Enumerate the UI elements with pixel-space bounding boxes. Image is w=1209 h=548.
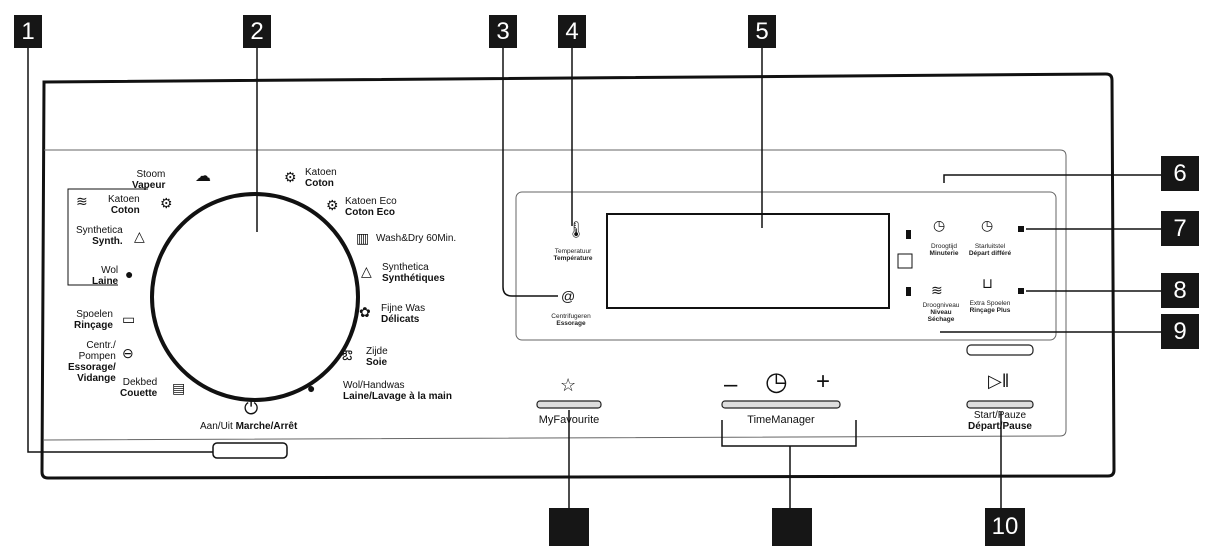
- timemanager-minus-button[interactable]: –: [724, 371, 738, 398]
- myfavourite-button-shape: [536, 400, 602, 409]
- dry-level-button-label[interactable]: Droogniveau Niveau Séchage: [922, 302, 960, 323]
- display-module-outline: [515, 191, 1057, 341]
- callout-2: 2: [243, 15, 271, 48]
- program-dial: [150, 192, 360, 402]
- callout-unnumbered-timemanager: [772, 508, 812, 546]
- callout-8: 8: [1161, 273, 1199, 308]
- clock-icon: ◷: [933, 217, 946, 233]
- basin-icon: ▭: [122, 311, 136, 327]
- flower-icon: ✿: [359, 304, 371, 320]
- inner-panel-outline: [43, 149, 1067, 441]
- callout-5: 5: [748, 15, 776, 48]
- duvet-icon: ▤: [172, 380, 186, 396]
- callout-6: 6: [1161, 156, 1199, 191]
- dial-group-bracket: [67, 188, 148, 286]
- shirt-icon: ⚙: [284, 169, 297, 185]
- callout-3: 3: [489, 15, 517, 48]
- basin-icon: ⊔: [982, 275, 993, 291]
- shirt-icon: ⚙: [160, 195, 173, 211]
- program-spin-drain-label: Centr./ Pompen Essorage/ Vidange: [68, 340, 116, 384]
- power-icon: ⏻: [244, 398, 259, 418]
- drawer-handle-shape: [966, 344, 1034, 356]
- steam-waves-icon: ≋: [76, 193, 88, 209]
- timemanager-plus-button[interactable]: +: [816, 368, 831, 395]
- lcd-screen: [606, 213, 890, 309]
- callout-1: 1: [14, 15, 42, 48]
- butterfly-icon: ఔ: [342, 347, 353, 363]
- wool-ball-icon: ●: [125, 266, 134, 282]
- steam-waves-icon: ≋: [931, 282, 943, 298]
- play-pause-icon: ▷‖: [988, 371, 1010, 391]
- callout-unnumbered-favourite: [549, 508, 589, 546]
- callout-7: 7: [1161, 211, 1199, 246]
- wash-dry-icon: ▥: [356, 230, 370, 246]
- clock-icon: ◷: [765, 366, 788, 396]
- thermometer-icon: 🌡: [566, 222, 587, 239]
- timemanager-label: TimeManager: [747, 414, 815, 426]
- spiral-icon: @: [561, 288, 576, 304]
- timemanager-button-shape: [721, 400, 841, 409]
- start-pause-button[interactable]: Start/Pauze Départ/Pause: [968, 410, 1032, 432]
- start-button-shape: [966, 400, 1034, 409]
- callout-4: 4: [558, 15, 586, 48]
- shirt-eco-icon: ⚙: [326, 197, 339, 213]
- hand-basin-icon: ●: [307, 380, 316, 396]
- star-icon: ☆: [560, 375, 577, 395]
- callout-leader-lines: [27, 46, 1161, 508]
- cloud-steam-icon: ☁: [195, 168, 211, 185]
- triangle-icon: △: [361, 263, 372, 279]
- clock-icon: ◷: [981, 217, 994, 233]
- callout-10: 10: [985, 508, 1025, 546]
- program-wash-dry-label: Wash&Dry 60Min.: [376, 233, 457, 244]
- power-label: Aan/Uit Marche/Arrêt: [200, 421, 298, 432]
- outer-panel-outline: [40, 72, 1116, 480]
- myfavourite-button[interactable]: MyFavourite: [538, 414, 600, 426]
- power-switch-slot: [212, 442, 288, 459]
- callout-9: 9: [1161, 314, 1199, 349]
- pump-icon: ⊖: [122, 345, 134, 361]
- triangle-icon: △: [134, 228, 145, 244]
